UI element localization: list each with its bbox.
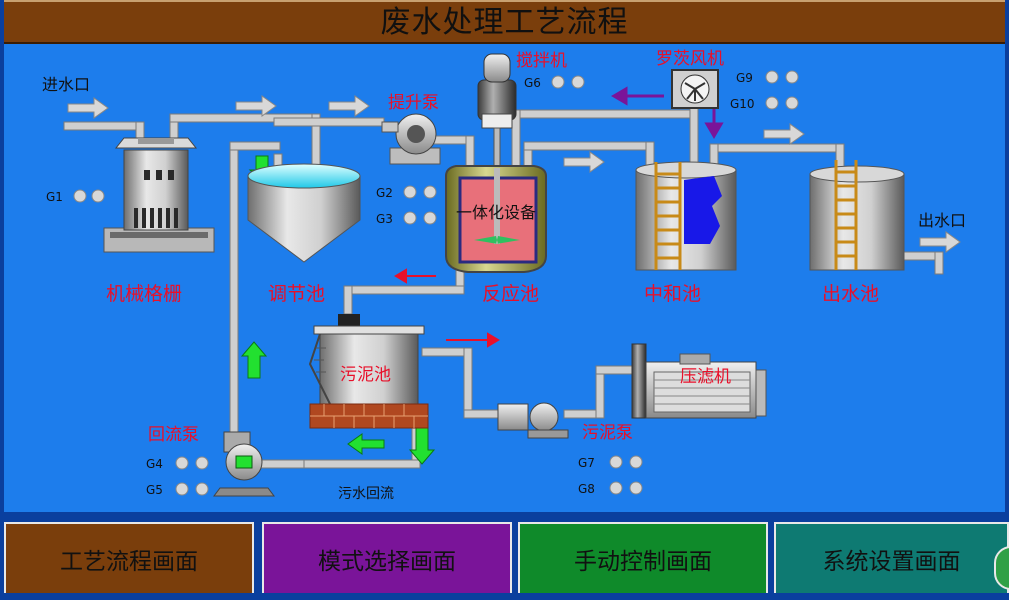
g5-light-2 xyxy=(195,482,209,496)
screen-equipment xyxy=(103,137,215,253)
g10-light-2 xyxy=(785,96,799,110)
outlet-label: 出水口 xyxy=(918,211,966,230)
g9-light-1 xyxy=(765,70,779,84)
g3-light-1 xyxy=(403,211,417,225)
g5-light-1 xyxy=(175,482,189,496)
nav-settings-button[interactable]: 系统设置画面 xyxy=(774,522,1009,593)
neutralization-tank xyxy=(635,161,737,271)
nav-manual-button[interactable]: 手动控制画面 xyxy=(518,522,768,593)
arrow-red xyxy=(394,268,500,348)
g4-label: G4 xyxy=(146,457,163,471)
g8-light-2 xyxy=(629,481,643,495)
roots-blower xyxy=(671,69,719,109)
sludge-tank-label: 污泥池 xyxy=(340,365,391,385)
nav-settings-label: 系统设置画面 xyxy=(822,549,961,575)
filter-press xyxy=(631,343,767,419)
g3-label: G3 xyxy=(376,212,393,226)
g4-light-1 xyxy=(175,456,189,470)
sludge-tank xyxy=(308,314,429,429)
g6-light-2 xyxy=(571,75,585,89)
g7-label: G7 xyxy=(578,456,595,470)
g6-label: G6 xyxy=(524,76,541,90)
title-bar: 废水处理工艺流程 xyxy=(4,0,1005,44)
g7-light-2 xyxy=(629,455,643,469)
flow-arrows xyxy=(67,86,961,465)
inlet-label: 进水口 xyxy=(42,75,90,94)
g1-label: G1 xyxy=(46,190,63,204)
g2-label: G2 xyxy=(376,186,393,200)
nav-process-button[interactable]: 工艺流程画面 xyxy=(4,522,254,593)
screen-label: 机械格栅 xyxy=(106,283,182,305)
return-pump xyxy=(213,431,275,497)
regulating-tank xyxy=(247,163,361,263)
regulating-tank-label: 调节池 xyxy=(268,283,325,305)
g2-light-1 xyxy=(403,185,417,199)
mixer-label: 搅拌机 xyxy=(516,51,567,71)
g8-label: G8 xyxy=(578,482,595,496)
g5-label: G5 xyxy=(146,483,163,497)
outlet-tank-label: 出水池 xyxy=(822,283,879,305)
return-pump-label: 回流泵 xyxy=(148,425,199,445)
g9-label: G9 xyxy=(736,71,753,85)
g9-light-2 xyxy=(785,70,799,84)
outlet-tank xyxy=(809,160,905,271)
g4-light-2 xyxy=(195,456,209,470)
nav-manual-label: 手动控制画面 xyxy=(574,549,712,575)
roots-blower-label: 罗茨风机 xyxy=(656,49,724,69)
g2-light-2 xyxy=(423,185,437,199)
arrow-inlet xyxy=(67,95,961,253)
reaction-tank xyxy=(445,53,547,273)
sludge-pump-label: 污泥泵 xyxy=(582,423,633,443)
g6-light-1 xyxy=(551,75,565,89)
process-canvas: 进水口 出水口 提升泵 搅拌机 罗茨风机 一体化设备 污泥池 压滤机 回流泵 污… xyxy=(4,44,1005,512)
indicator-lights xyxy=(73,70,799,496)
g7-light-1 xyxy=(609,455,623,469)
g1-light-1 xyxy=(73,189,87,203)
nav-mode-label: 模式选择画面 xyxy=(318,549,456,575)
page-title: 废水处理工艺流程 xyxy=(380,5,629,40)
g1-light-2 xyxy=(91,189,105,203)
lift-pump xyxy=(381,113,441,165)
g3-light-2 xyxy=(423,211,437,225)
lift-pump-label: 提升泵 xyxy=(388,93,439,113)
sludge-pump xyxy=(497,402,569,439)
g10-light-1 xyxy=(765,96,779,110)
reaction-tank-label: 反应池 xyxy=(482,283,539,305)
sewage-return-label: 污水回流 xyxy=(338,486,394,502)
g10-label: G10 xyxy=(730,97,755,111)
nav-mode-button[interactable]: 模式选择画面 xyxy=(262,522,512,593)
g8-light-1 xyxy=(609,481,623,495)
integrated-equipment-label: 一体化设备 xyxy=(456,203,536,222)
nav-process-label: 工艺流程画面 xyxy=(60,549,198,575)
neutralization-tank-label: 中和池 xyxy=(644,283,701,305)
filter-press-label: 压滤机 xyxy=(680,367,731,387)
